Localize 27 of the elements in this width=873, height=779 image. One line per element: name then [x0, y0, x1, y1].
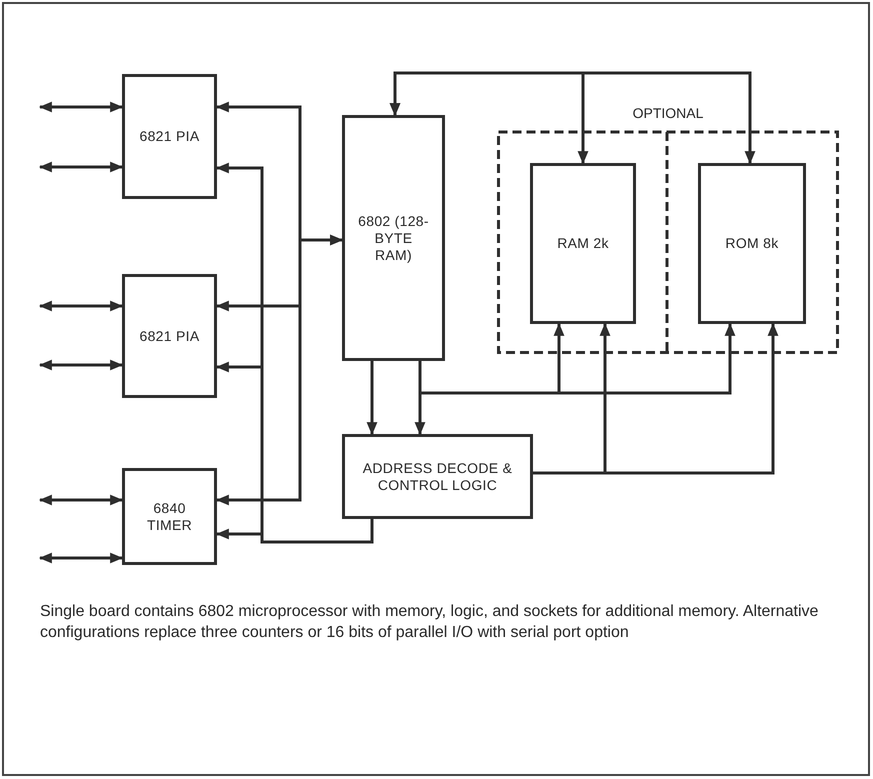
bus-arrow: [216, 519, 374, 544]
figure-caption: Single board contains 6802 microprocessor with memory, logic, and sockets for additional memory. Alternative configurations replace three counters or 16 bits of parallel I/O with serial port option: [40, 602, 820, 643]
chip-box: [530, 163, 636, 324]
chip-box: [122, 74, 217, 199]
io-arrow: [38, 552, 124, 564]
chip-label: RAM 2k: [557, 235, 609, 252]
bus-arrow: [366, 361, 378, 436]
io-arrow: [38, 162, 124, 172]
io-arrow: [38, 300, 124, 312]
chip-box: [122, 274, 217, 398]
bus-arrow: [533, 322, 778, 474]
group-heading: OPTIONAL: [632, 104, 704, 122]
chip-box: [342, 115, 445, 361]
bus-arrow: [390, 72, 756, 164]
chip-box: [698, 163, 806, 324]
chip-label: 6821 PIA: [140, 328, 200, 344]
io-arrow: [38, 360, 124, 370]
bus-arrow: [418, 322, 736, 394]
chip-label: 6802 (128-BYTE RAM): [357, 212, 430, 264]
chip-label: 6840 TIMER: [146, 500, 194, 534]
io-arrow: [38, 494, 124, 506]
chip-box: [122, 468, 217, 565]
chip-label: ADDRESS DECODE & CONTROL LOGIC: [362, 460, 512, 494]
io-arrow: [38, 102, 124, 112]
chip-label: ROM 8k: [725, 235, 779, 252]
chip-box: [342, 434, 533, 519]
chip-label: 6821 PIA: [140, 128, 200, 145]
